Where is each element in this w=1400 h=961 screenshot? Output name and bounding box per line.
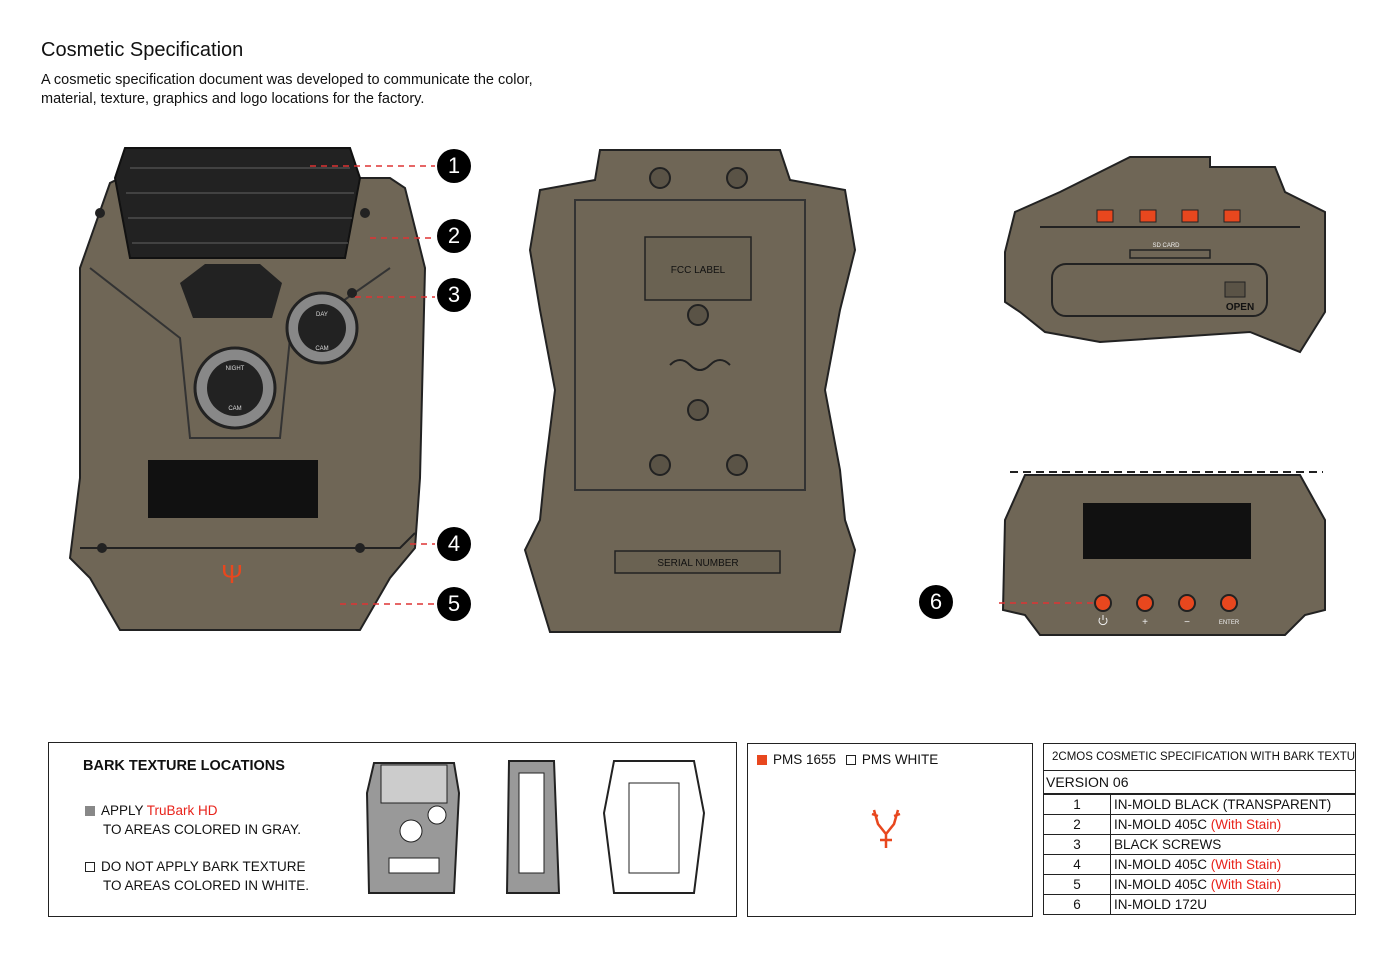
material: IN-MOLD 405C xyxy=(1114,857,1211,872)
callout-1: 1 xyxy=(437,149,471,183)
night-label: NIGHT xyxy=(226,366,245,372)
dont-apply-note: DO NOT APPLY BARK TEXTURE TO AREAS COLOR… xyxy=(85,857,309,895)
plus-label: + xyxy=(1142,617,1148,628)
stain-note: (With Stain) xyxy=(1210,817,1282,832)
fcc-label-area xyxy=(644,236,752,301)
apply-prefix: APPLY xyxy=(101,803,147,818)
battery-door xyxy=(1051,263,1268,317)
dont-line-1: DO NOT APPLY BARK TEXTURE xyxy=(101,859,306,874)
bark-thumbnails xyxy=(365,760,706,894)
row-material: BLACK SCREWS xyxy=(1110,834,1355,855)
pms-white-label: PMS WHITE xyxy=(861,752,939,767)
material: IN-MOLD BLACK (TRANSPARENT) xyxy=(1114,797,1332,812)
bark-texture-box: BARK TEXTURE LOCATIONS APPLY TruBark HD … xyxy=(48,742,737,917)
apply-note: APPLY TruBark HD TO AREAS COLORED IN GRA… xyxy=(85,801,301,839)
sd-card-slot xyxy=(1129,249,1211,259)
callout-leaders xyxy=(310,165,435,605)
buck-logo: Ψ xyxy=(221,559,243,589)
enter-label: ENTER xyxy=(1219,620,1240,626)
row-material: IN-MOLD 405C (With Stain) xyxy=(1110,874,1355,895)
callout-4: 4 xyxy=(437,527,471,561)
serial-number-text: SERIAL NUMBER xyxy=(657,558,738,569)
white-swatch xyxy=(85,862,95,873)
material: IN-MOLD 172U xyxy=(1114,897,1208,912)
camera-front-view: DAY CAM NIGHT CAM Ψ xyxy=(68,147,427,631)
minus-label: − xyxy=(1184,617,1190,628)
material: IN-MOLD 405C xyxy=(1114,877,1211,892)
row-material: IN-MOLD BLACK (TRANSPARENT) xyxy=(1110,795,1355,815)
day-label: DAY xyxy=(316,312,328,318)
gray-swatch xyxy=(85,806,95,817)
stain-note: (With Stain) xyxy=(1210,857,1282,872)
row-number: 2 xyxy=(1044,814,1111,835)
page-description: A cosmetic specification document was de… xyxy=(41,72,533,107)
row-number: 4 xyxy=(1044,854,1111,875)
pms-legend: PMS 1655 PMS WHITE xyxy=(757,751,938,769)
night-cam-label: CAM xyxy=(228,406,241,412)
spec-version: VERSION 06 xyxy=(1044,771,1355,795)
callout-2: 2 xyxy=(437,219,471,253)
sd-card-label: SD CARD xyxy=(1152,243,1180,249)
row-material: IN-MOLD 405C (With Stain) xyxy=(1110,854,1355,875)
row-number: 5 xyxy=(1044,874,1111,895)
brand-logo-embossed xyxy=(669,359,731,371)
cam-label: CAM xyxy=(315,346,328,352)
pms-orange-label: PMS 1655 xyxy=(773,752,837,767)
camera-back-view: FCC LABEL SERIAL NUMBER xyxy=(523,149,857,633)
bark-title: BARK TEXTURE LOCATIONS xyxy=(83,758,285,774)
callout-5: 5 xyxy=(437,587,471,621)
power-icon xyxy=(1098,615,1108,626)
apply-suffix: TO AREAS COLORED IN GRAY. xyxy=(103,822,302,837)
pms-white-swatch xyxy=(845,755,856,766)
spec-table-box: 2CMOS COSMETIC SPECIFICATION WITH BARK T… xyxy=(1043,743,1356,915)
open-label: OPEN xyxy=(1226,302,1254,313)
stain-note: (With Stain) xyxy=(1210,877,1282,892)
serial-number-area xyxy=(614,550,781,574)
display-window xyxy=(148,460,318,518)
callout-6: 6 xyxy=(919,585,953,619)
row-number: 6 xyxy=(1044,894,1111,915)
camera-top-view: SD CARD OPEN xyxy=(1004,156,1326,354)
material: BLACK SCREWS xyxy=(1114,837,1222,852)
row-number: 3 xyxy=(1044,834,1111,855)
callout-3: 3 xyxy=(437,278,471,312)
pms-orange-swatch xyxy=(757,755,767,766)
material: IN-MOLD 405C xyxy=(1114,817,1211,832)
camera-bottom-view: + − ENTER xyxy=(995,471,1326,636)
buck-logo-orange xyxy=(871,809,901,848)
trubark-brand: TruBark HD xyxy=(146,803,218,818)
page-title: Cosmetic Specification xyxy=(41,39,244,61)
pms-color-box: PMS 1655 PMS WHITE xyxy=(747,743,1033,917)
row-material: IN-MOLD 172U xyxy=(1110,894,1355,915)
row-number: 1 xyxy=(1044,795,1111,815)
spec-title: 2CMOS COSMETIC SPECIFICATION WITH BARK T… xyxy=(1044,744,1355,771)
hex-grille xyxy=(113,147,362,259)
display-window-bottom xyxy=(1083,503,1251,559)
row-material: IN-MOLD 405C (With Stain) xyxy=(1110,814,1355,835)
dont-line-2: TO AREAS COLORED IN WHITE. xyxy=(103,878,310,893)
fcc-label-text: FCC LABEL xyxy=(671,265,726,276)
